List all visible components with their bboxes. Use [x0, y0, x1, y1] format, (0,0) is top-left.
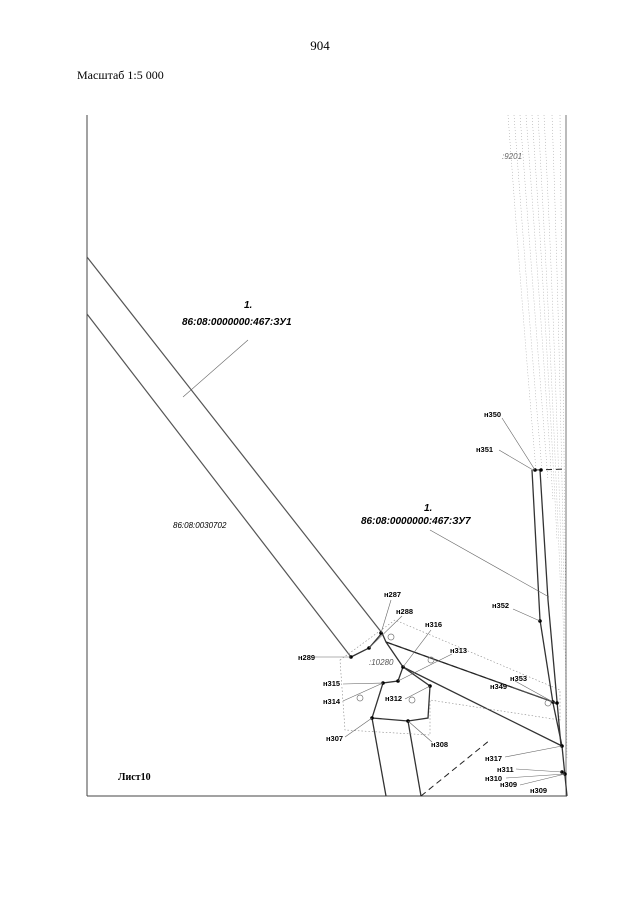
leader-lines [182, 339, 566, 786]
page-number: 904 [310, 38, 330, 53]
point-label-n289: н289 [298, 653, 315, 662]
point-label-n311: н311 [497, 765, 514, 774]
zu7-code: 86:08:0000000:467:ЗУ7 [361, 516, 471, 527]
point-label-n315: н315 [323, 679, 340, 688]
scale-label: Масштаб 1:5 000 [77, 68, 164, 82]
point-label-n314: н314 [323, 697, 341, 706]
point-label-n312: н312 [385, 694, 402, 703]
point-label-n353: н353 [510, 674, 527, 683]
point-label-n309-b: н309 [530, 786, 547, 795]
quarter-label-2: :9201 [502, 152, 522, 161]
zu1-number: 1. [244, 300, 252, 311]
point-label-n349: н349 [490, 682, 507, 691]
dotted-zone [339, 619, 561, 736]
zu1-corridor [86, 256, 383, 658]
point-label-n307: н307 [326, 734, 343, 743]
sheet-label: Лист10 [118, 772, 151, 783]
quarter-label-1: 86:08:0030702 [173, 521, 227, 530]
hatched-area [507, 114, 568, 761]
zu1-code: 86:08:0000000:467:ЗУ1 [182, 317, 292, 328]
quarter-label-3: :10280 [369, 658, 394, 667]
point-label-n309-a: н309 [500, 780, 517, 789]
point-label-n287: н287 [384, 590, 401, 599]
point-label-n316: н316 [425, 620, 442, 629]
point-label-n288: н288 [396, 607, 413, 616]
point-label-n352: н352 [492, 601, 509, 610]
point-label-n350: н350 [484, 410, 501, 419]
point-label-n317: н317 [485, 754, 502, 763]
point-label-n310: н310 [485, 774, 502, 783]
point-label-n308: н308 [431, 740, 448, 749]
point-label-n313: н313 [450, 646, 467, 655]
zu7-number: 1. [424, 503, 432, 514]
point-label-n351: н351 [476, 445, 493, 454]
